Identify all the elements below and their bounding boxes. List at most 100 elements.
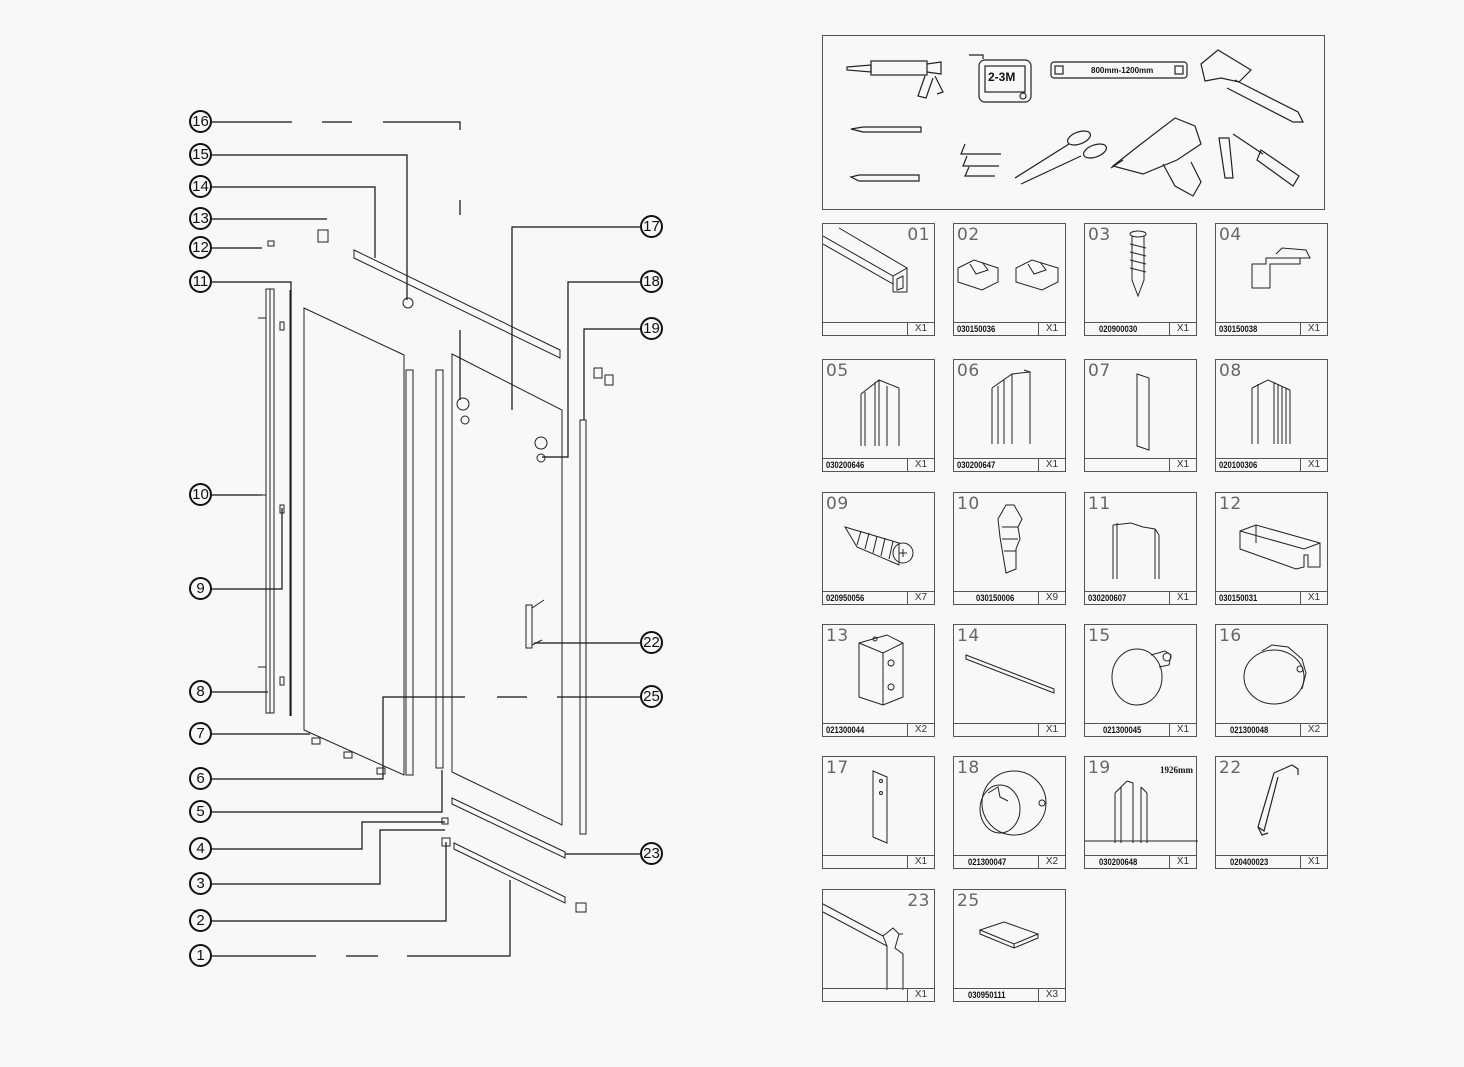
callout-16: 16 bbox=[189, 110, 212, 133]
tape-measure-icon bbox=[969, 54, 1032, 103]
part-quantity: X9 bbox=[1038, 591, 1065, 604]
power-drill-icon bbox=[1110, 117, 1202, 197]
part-number: 02 bbox=[957, 225, 980, 245]
callout-13: 13 bbox=[189, 207, 212, 230]
part-card-09: 09 020950056 X7 bbox=[822, 492, 935, 605]
part-quantity: X2 bbox=[1038, 855, 1065, 868]
part-number: 09 bbox=[826, 494, 849, 514]
part-code: 030150006 bbox=[976, 593, 1015, 603]
wall-bracket-right bbox=[593, 367, 603, 379]
part-quantity: X1 bbox=[1038, 458, 1065, 471]
part-card-05: 05 030200646 X1 bbox=[822, 359, 935, 472]
leader-17 bbox=[511, 226, 640, 410]
part-card-01: 01 X1 bbox=[822, 223, 935, 336]
scissors-icon bbox=[1014, 130, 1108, 185]
level-length-label: 800mm-1200mm bbox=[1091, 66, 1154, 75]
part-card-08: 08 020100306 X1 bbox=[1215, 359, 1328, 472]
panel-profile-b bbox=[435, 369, 444, 769]
callout-25: 25 bbox=[640, 685, 663, 708]
part-card-19: 19 1926mm 030200648 X1 bbox=[1084, 756, 1198, 869]
part-card-07: 07 X1 bbox=[1084, 359, 1197, 472]
part-number: 19 bbox=[1088, 758, 1111, 778]
part-quantity: X1 bbox=[1038, 322, 1065, 335]
exploded-assembly-diagram: 16 15 14 13 12 11 10 9 8 7 6 5 4 3 2 1 1… bbox=[189, 110, 663, 967]
part-code: 020100306 bbox=[1219, 460, 1258, 470]
part-number: 16 bbox=[1219, 626, 1242, 646]
bottom-guide bbox=[453, 842, 566, 904]
part-code: 021300044 bbox=[826, 725, 865, 735]
door-glass-panel bbox=[451, 353, 563, 826]
part-number: 23 bbox=[907, 891, 930, 911]
part-card-16: 16 021300048 X2 bbox=[1215, 624, 1328, 737]
part-card-12: 12 030150031 X1 bbox=[1215, 492, 1328, 605]
part-quantity: X1 bbox=[1300, 322, 1327, 335]
assembly-drawing bbox=[212, 121, 640, 957]
knob-15 bbox=[402, 297, 414, 309]
leader-3 bbox=[212, 829, 445, 885]
callout-11: 11 bbox=[189, 270, 212, 293]
tools-illustration bbox=[846, 49, 1304, 197]
part-code: 030950111 bbox=[968, 990, 1006, 1000]
callout-19: 19 bbox=[640, 317, 663, 340]
part-number: 05 bbox=[826, 361, 849, 381]
part-card-23: 23 X1 bbox=[822, 889, 935, 1002]
pencil-icon bbox=[849, 174, 920, 182]
callout-10: 10 bbox=[189, 483, 212, 506]
leader-14 bbox=[212, 186, 376, 258]
hammer-icon bbox=[1200, 49, 1304, 123]
leader-16 bbox=[212, 121, 461, 400]
part-number: 12 bbox=[1219, 494, 1242, 514]
part-code: 030200648 bbox=[1099, 857, 1138, 867]
callout-12: 12 bbox=[189, 236, 212, 259]
part-quantity: X1 bbox=[907, 322, 934, 335]
part-number: 01 bbox=[907, 225, 930, 245]
callout-2: 2 bbox=[189, 909, 212, 932]
part-card-13: 13 021300044 X2 bbox=[822, 624, 935, 737]
part-quantity: X1 bbox=[907, 988, 934, 1001]
callout-9: 9 bbox=[189, 577, 212, 600]
leader-2 bbox=[212, 842, 447, 922]
tape-measure-label: 2-3M bbox=[988, 70, 1016, 84]
callout-14: 14 bbox=[189, 175, 212, 198]
part-number: 18 bbox=[957, 758, 980, 778]
part-quantity: X2 bbox=[1300, 723, 1327, 736]
callout-5: 5 bbox=[189, 800, 212, 823]
part-number: 14 bbox=[957, 626, 980, 646]
part-quantity: X1 bbox=[1169, 458, 1196, 471]
part-number: 11 bbox=[1088, 494, 1111, 514]
hinge-knob-upper bbox=[456, 397, 470, 411]
end-cap bbox=[575, 902, 587, 913]
leader-5 bbox=[212, 770, 443, 813]
leader-15 bbox=[212, 154, 408, 300]
callout-7: 7 bbox=[189, 722, 212, 745]
part-number: 07 bbox=[1088, 361, 1111, 381]
part-quantity: X7 bbox=[907, 591, 934, 604]
part-number: 06 bbox=[957, 361, 980, 381]
callout-22: 22 bbox=[640, 631, 663, 654]
part-code: 021300048 bbox=[1230, 725, 1269, 735]
part-card-17: 17 X1 bbox=[822, 756, 935, 869]
leader-18 bbox=[542, 281, 640, 458]
callout-15: 15 bbox=[189, 143, 212, 166]
part-card-25: 25 030950111 X3 bbox=[953, 889, 1066, 1002]
fixed-glass-panel bbox=[303, 307, 405, 776]
callout-17: 17 bbox=[640, 215, 663, 238]
part-quantity: X1 bbox=[1300, 591, 1327, 604]
top-rail bbox=[353, 249, 561, 359]
part-code: 030200607 bbox=[1088, 593, 1127, 603]
part-code: 030200647 bbox=[957, 460, 996, 470]
part-card-04: 04 030150038 X1 bbox=[1215, 223, 1328, 336]
part-quantity: X1 bbox=[1300, 458, 1327, 471]
door-handle bbox=[525, 599, 545, 649]
part-card-18: 18 021300047 X2 bbox=[953, 756, 1066, 869]
part-number: 13 bbox=[826, 626, 849, 646]
part-card-06: 06 030200647 X1 bbox=[953, 359, 1066, 472]
spirit-level-icon bbox=[1050, 61, 1188, 79]
callout-23: 23 bbox=[640, 842, 663, 865]
callout-3: 3 bbox=[189, 872, 212, 895]
leader-1 bbox=[212, 880, 511, 957]
part-number: 25 bbox=[957, 891, 980, 911]
part-code: 030150036 bbox=[957, 324, 996, 334]
leader-11 bbox=[212, 281, 292, 716]
part-length-annotation: 1926mm bbox=[1160, 765, 1193, 775]
